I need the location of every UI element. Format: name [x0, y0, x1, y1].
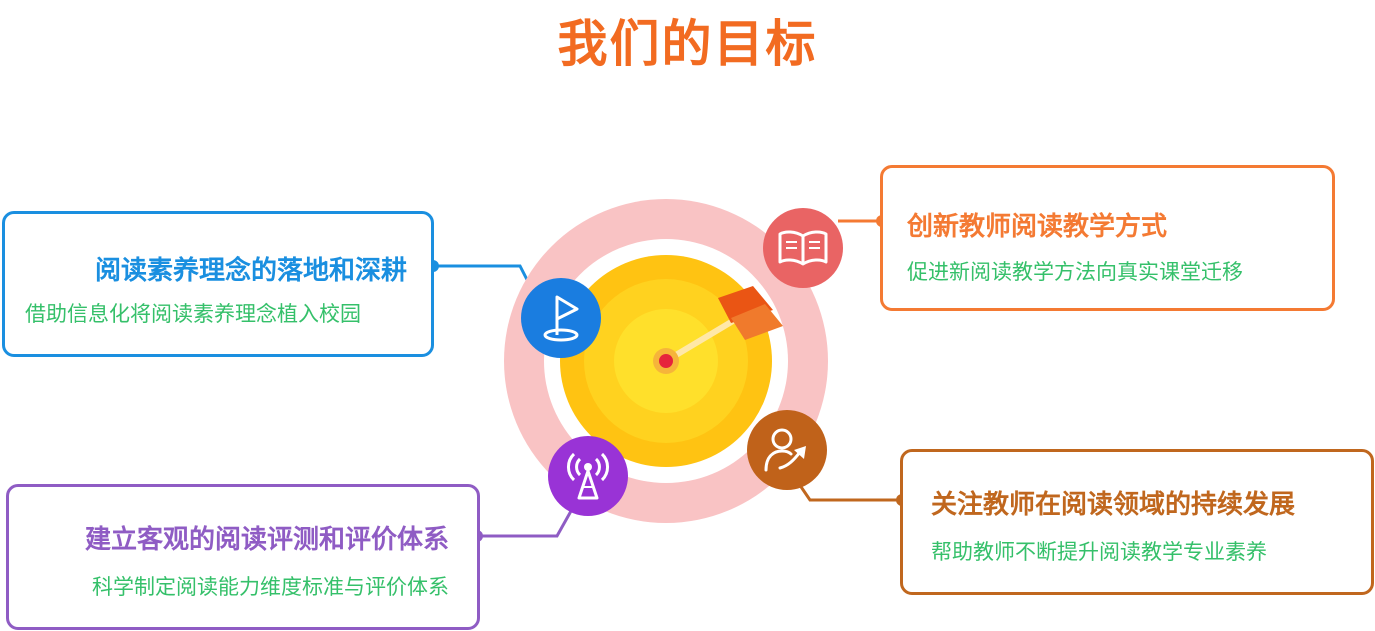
goal-heading-1: 阅读素养理念的落地和深耕	[94, 256, 407, 286]
goal-subtitle-3: 科学制定阅读能力维度标准与评价体系	[92, 575, 449, 599]
flag-icon	[543, 295, 579, 342]
book-icon	[778, 230, 828, 266]
goal-card-2: 创新教师阅读教学方式 促进新阅读教学方法向真实课堂迁移	[880, 165, 1335, 311]
tower-badge	[548, 436, 628, 516]
goal-heading-4: 关注教师在阅读领域的持续发展	[931, 490, 1296, 520]
goal-card-3: 建立客观的阅读评测和评价体系 科学制定阅读能力维度标准与评价体系	[6, 484, 480, 630]
goal-card-4: 关注教师在阅读领域的持续发展 帮助教师不断提升阅读教学专业素养	[900, 449, 1374, 595]
user-growth-badge	[747, 410, 827, 490]
broadcast-tower-icon	[567, 452, 609, 500]
book-badge	[763, 208, 843, 288]
flag-badge	[521, 278, 601, 358]
goal-heading-3: 建立客观的阅读评测和评价体系	[84, 525, 449, 555]
goal-heading-2: 创新教师阅读教学方式	[907, 212, 1168, 242]
goal-subtitle-4: 帮助教师不断提升阅读教学专业素养	[931, 540, 1267, 564]
goal-card-1: 阅读素养理念的落地和深耕 借助信息化将阅读素养理念植入校园	[2, 211, 434, 357]
goal-subtitle-2: 促进新阅读教学方法向真实课堂迁移	[907, 260, 1243, 284]
page-title: 我们的目标	[557, 15, 818, 73]
goal-subtitle-1: 借助信息化将阅读素养理念植入校园	[25, 302, 361, 326]
user-growth-icon	[764, 428, 806, 472]
